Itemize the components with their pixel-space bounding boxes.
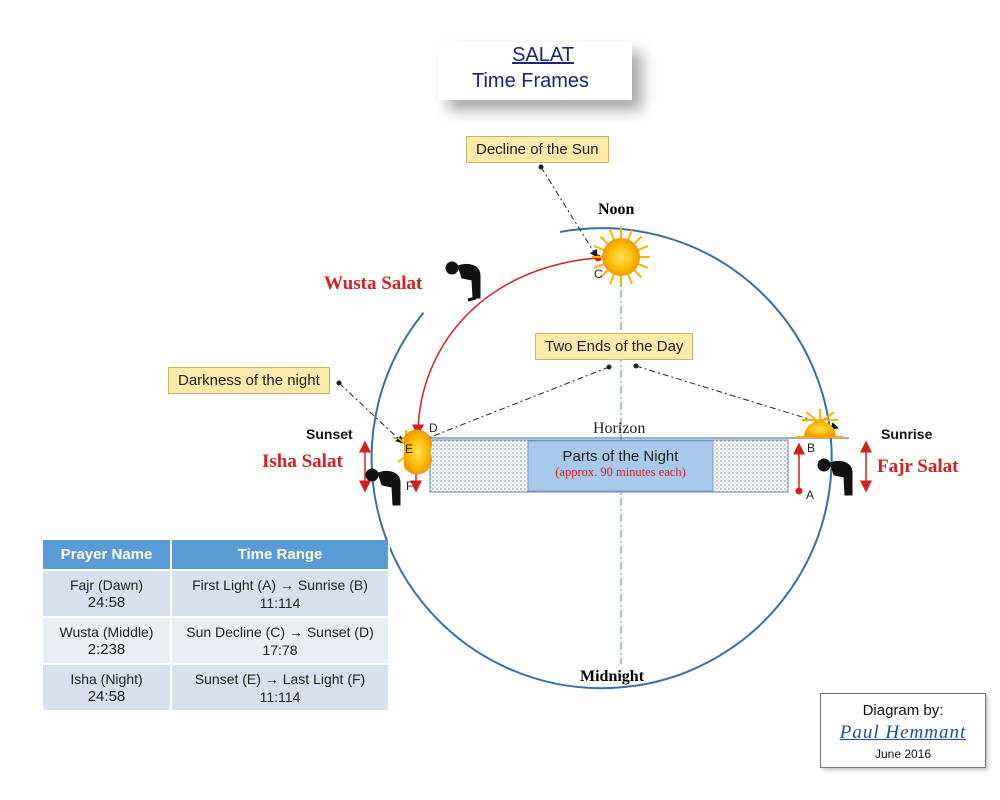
table-row: Wusta (Middle)2:238 Sun Decline (C) → Su… xyxy=(43,616,390,664)
prayer-name: Wusta (Middle) xyxy=(59,623,154,640)
sunrise-sun-icon xyxy=(796,409,844,438)
point-a-label: A xyxy=(806,488,815,502)
time-range: Sun Decline (C) → Sunset (D) xyxy=(186,623,374,640)
prayer-name-cell: Wusta (Middle)2:238 xyxy=(43,616,172,664)
night-box-text: Parts of the Night (approx. 90 minutes e… xyxy=(528,448,713,480)
darkness-pointer xyxy=(338,382,404,444)
credit-date: June 2016 xyxy=(874,747,932,761)
night-label-box xyxy=(527,440,714,492)
credit-box: Diagram by: Paul Hemmant June 2016 xyxy=(820,693,986,768)
prayer-name-cell: Fajr (Dawn)24:58 xyxy=(43,569,172,617)
table-row: Isha (Night)24:58 Sunset (E) → Last Ligh… xyxy=(43,663,390,710)
wusta-prayer-figure-icon xyxy=(445,261,481,302)
title-box: SALAT Time Frames xyxy=(438,42,632,100)
point-d-label: D xyxy=(429,421,438,435)
prayer-ref: 24:58 xyxy=(87,593,126,611)
time-range-ref: 17:78 xyxy=(262,641,298,658)
time-range-ref: 11:114 xyxy=(259,688,301,705)
point-b-label: B xyxy=(807,441,816,455)
title-line-2: Time Frames xyxy=(472,70,590,92)
point-f-label: F xyxy=(406,479,414,493)
prayer-times-table: Prayer Name Time Range Fajr (Dawn)24:58 … xyxy=(43,540,390,710)
table-row: Fajr (Dawn)24:58 First Light (A) → Sunri… xyxy=(43,569,390,617)
noon-label: Noon xyxy=(598,201,635,218)
decline-callout: Decline of the Sun xyxy=(466,136,609,163)
prayer-name-cell: Isha (Night)24:58 xyxy=(43,663,172,710)
time-range: Sunset (E) → Last Light (F) xyxy=(194,670,366,687)
isha-salat-label: Isha Salat xyxy=(262,451,343,472)
table-header-row: Prayer Name Time Range xyxy=(43,540,390,570)
point-a-dot xyxy=(795,487,803,495)
time-range-cell: Sunset (E) → Last Light (F)11:114 xyxy=(171,663,390,710)
title-line-1: SALAT xyxy=(512,44,574,66)
sunrise-label: Sunrise xyxy=(881,426,933,442)
fajr-prayer-figure-icon xyxy=(817,458,853,496)
sunset-sun-icon xyxy=(397,429,433,475)
prayer-ref: 2:238 xyxy=(87,640,126,658)
time-range-cell: Sun Decline (C) → Sunset (D)17:78 xyxy=(171,616,390,664)
horizon-label: Horizon xyxy=(593,420,646,437)
time-range-cell: First Light (A) → Sunrise (B)11:114 xyxy=(171,569,390,617)
point-e-label: E xyxy=(405,442,414,456)
prayer-name: Fajr (Dawn) xyxy=(69,576,144,593)
sunset-label: Sunset xyxy=(306,426,353,442)
point-c-label: C xyxy=(594,267,603,281)
time-range-ref: 11:114 xyxy=(259,594,301,611)
two-ends-pointer-left xyxy=(422,366,610,442)
night-box-title: Parts of the Night xyxy=(562,448,679,465)
header-time-range: Time Range xyxy=(171,540,390,570)
isha-prayer-figure-icon xyxy=(365,468,401,506)
noon-sun-icon xyxy=(592,228,650,286)
two-ends-pointer-right xyxy=(635,365,839,430)
decline-pointer xyxy=(540,166,598,258)
prayer-name: Isha (Night) xyxy=(70,670,143,687)
credit-label: Diagram by: xyxy=(862,702,944,719)
author-signature: Paul Hemmant xyxy=(839,722,967,743)
prayer-ref: 24:58 xyxy=(87,687,126,705)
header-prayer-name: Prayer Name xyxy=(43,540,172,570)
night-box-subtitle: (approx. 90 minutes each) xyxy=(555,465,686,479)
midnight-label: Midnight xyxy=(580,668,645,685)
darkness-callout: Darkness of the night xyxy=(168,367,330,394)
fajr-salat-label: Fajr Salat xyxy=(877,456,959,477)
wusta-salat-label: Wusta Salat xyxy=(324,273,423,294)
wusta-arc xyxy=(412,257,598,437)
two-ends-callout: Two Ends of the Day xyxy=(535,333,694,360)
time-range: First Light (A) → Sunrise (B) xyxy=(192,576,368,593)
day-night-circle xyxy=(370,227,833,690)
